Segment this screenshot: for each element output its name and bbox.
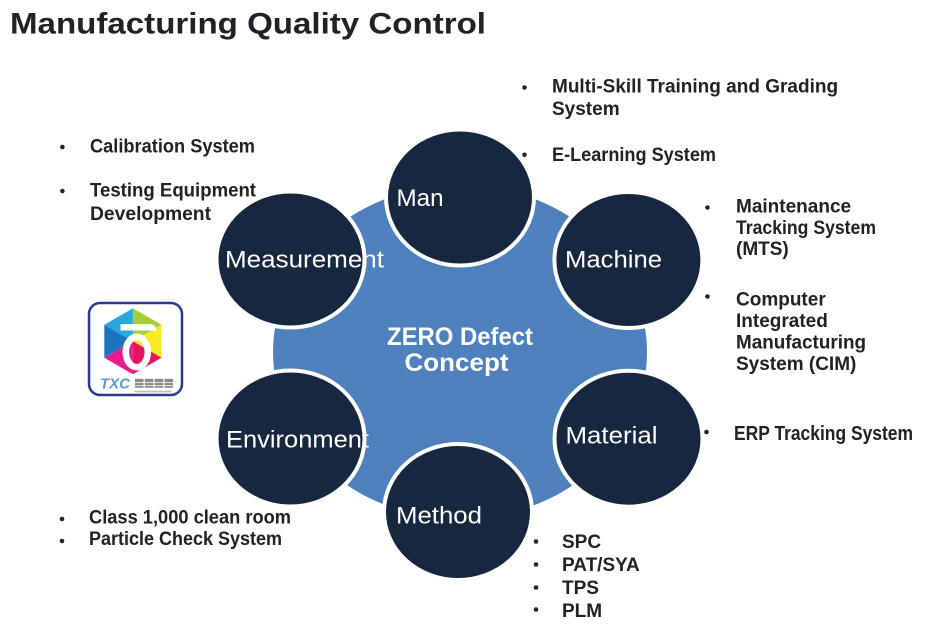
svg-text:Testing Equipment: Testing Equipment [90, 181, 257, 202]
svg-text:TPS: TPS [562, 578, 599, 599]
svg-text:Method: Method [396, 503, 482, 530]
svg-text:Machine: Machine [565, 246, 662, 273]
svg-text:Maintenance: Maintenance [736, 197, 851, 218]
svg-text:Development: Development [90, 204, 212, 225]
svg-text:E-Learning System: E-Learning System [552, 145, 716, 166]
svg-text:Manufacturing Quality Control: Manufacturing Quality Control [10, 8, 486, 41]
svg-text:Concept: Concept [405, 349, 510, 377]
svg-text:TXC: TXC [100, 376, 131, 393]
svg-text:ERP Tracking System: ERP Tracking System [734, 423, 913, 445]
svg-text:Tracking System: Tracking System [736, 218, 876, 239]
svg-text:Computer: Computer [736, 289, 826, 310]
svg-text:Particle Check System: Particle Check System [89, 529, 282, 550]
svg-text:ZERO Defect: ZERO Defect [387, 323, 534, 351]
svg-text:Measurement: Measurement [225, 246, 384, 273]
svg-text:Man: Man [397, 185, 444, 212]
svg-text:Multi-Skill Training and Gradi: Multi-Skill Training and Grading [552, 77, 838, 98]
svg-text:PAT/SYA: PAT/SYA [562, 555, 640, 576]
svg-text:Environment: Environment [226, 426, 369, 453]
svg-text:Material: Material [566, 423, 658, 450]
svg-text:(MTS): (MTS) [736, 239, 789, 260]
svg-text:Integrated: Integrated [736, 311, 828, 332]
svg-text:System: System [552, 99, 620, 120]
svg-text:Calibration System: Calibration System [90, 136, 255, 157]
svg-text:Class 1,000 clean room: Class 1,000 clean room [89, 508, 291, 529]
svg-text:SPC: SPC [562, 532, 601, 553]
svg-text:PLM: PLM [562, 601, 602, 622]
svg-text:System (CIM): System (CIM) [736, 354, 856, 375]
svg-text:Manufacturing: Manufacturing [736, 332, 866, 353]
